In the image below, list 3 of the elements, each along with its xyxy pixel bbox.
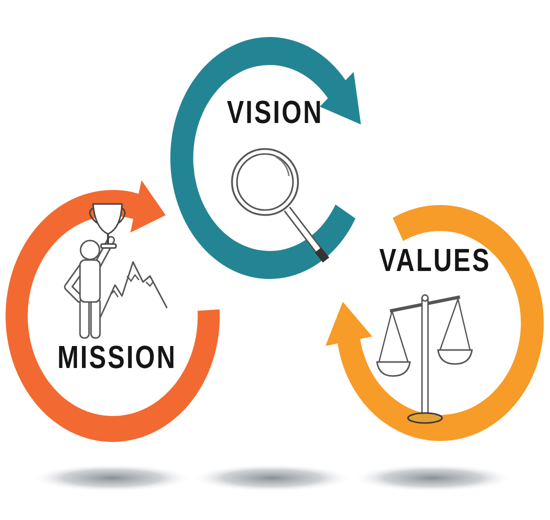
heading: VISION bbox=[226, 96, 324, 128]
heading: MISSION bbox=[57, 341, 177, 373]
heading: VALUES bbox=[379, 244, 491, 276]
